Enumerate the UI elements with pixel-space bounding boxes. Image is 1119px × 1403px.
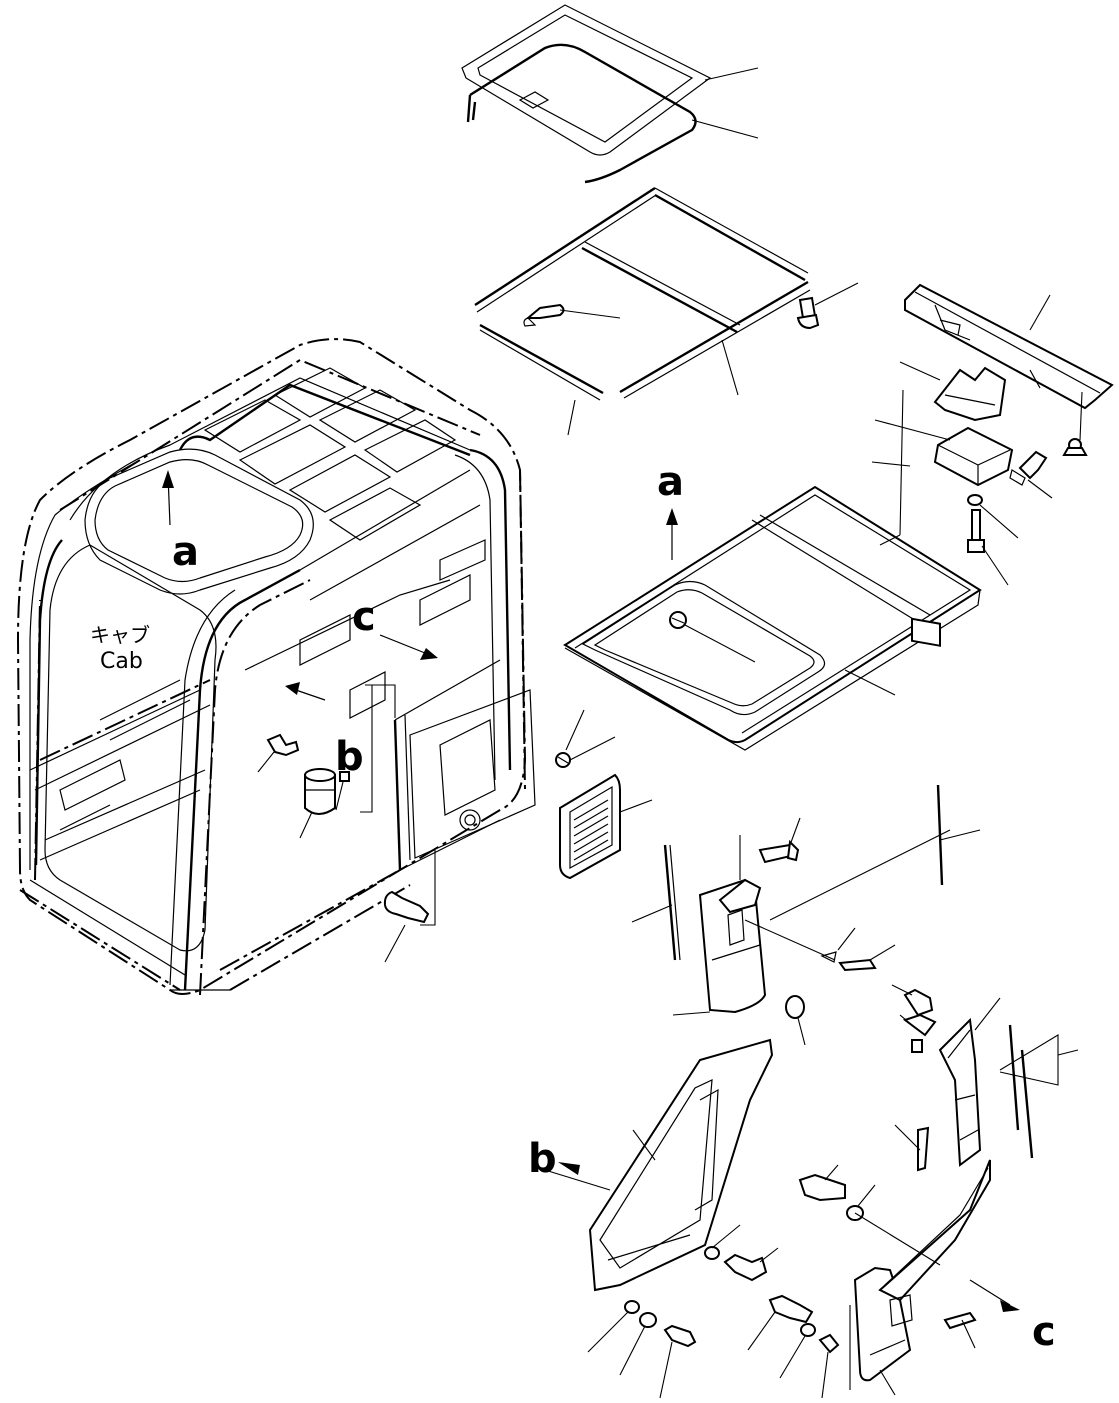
cab-frame: キャブ Cab a c b bbox=[16, 338, 536, 996]
roof-glass-assembly bbox=[461, 4, 759, 184]
pillar-cover-center bbox=[631, 784, 981, 1046]
rear-cover-right: c bbox=[747, 984, 1079, 1399]
ref-a-cab: a bbox=[172, 529, 199, 575]
cab-label-jp: キャブ bbox=[90, 623, 150, 647]
vent-grille bbox=[555, 709, 653, 880]
sunshade-frame bbox=[474, 186, 859, 436]
ref-c-cover: c bbox=[1032, 1309, 1056, 1355]
ref-b-cover: b bbox=[528, 1136, 557, 1182]
upper-cover-parts bbox=[871, 283, 1114, 647]
ref-c-cab: c bbox=[352, 594, 376, 640]
cab-label-en: Cab bbox=[100, 649, 143, 674]
ref-b-cab: b bbox=[335, 734, 364, 780]
roof-panel: a bbox=[563, 459, 982, 751]
ref-a-roof: a bbox=[657, 459, 684, 505]
rear-cover-left: b bbox=[528, 1038, 779, 1399]
